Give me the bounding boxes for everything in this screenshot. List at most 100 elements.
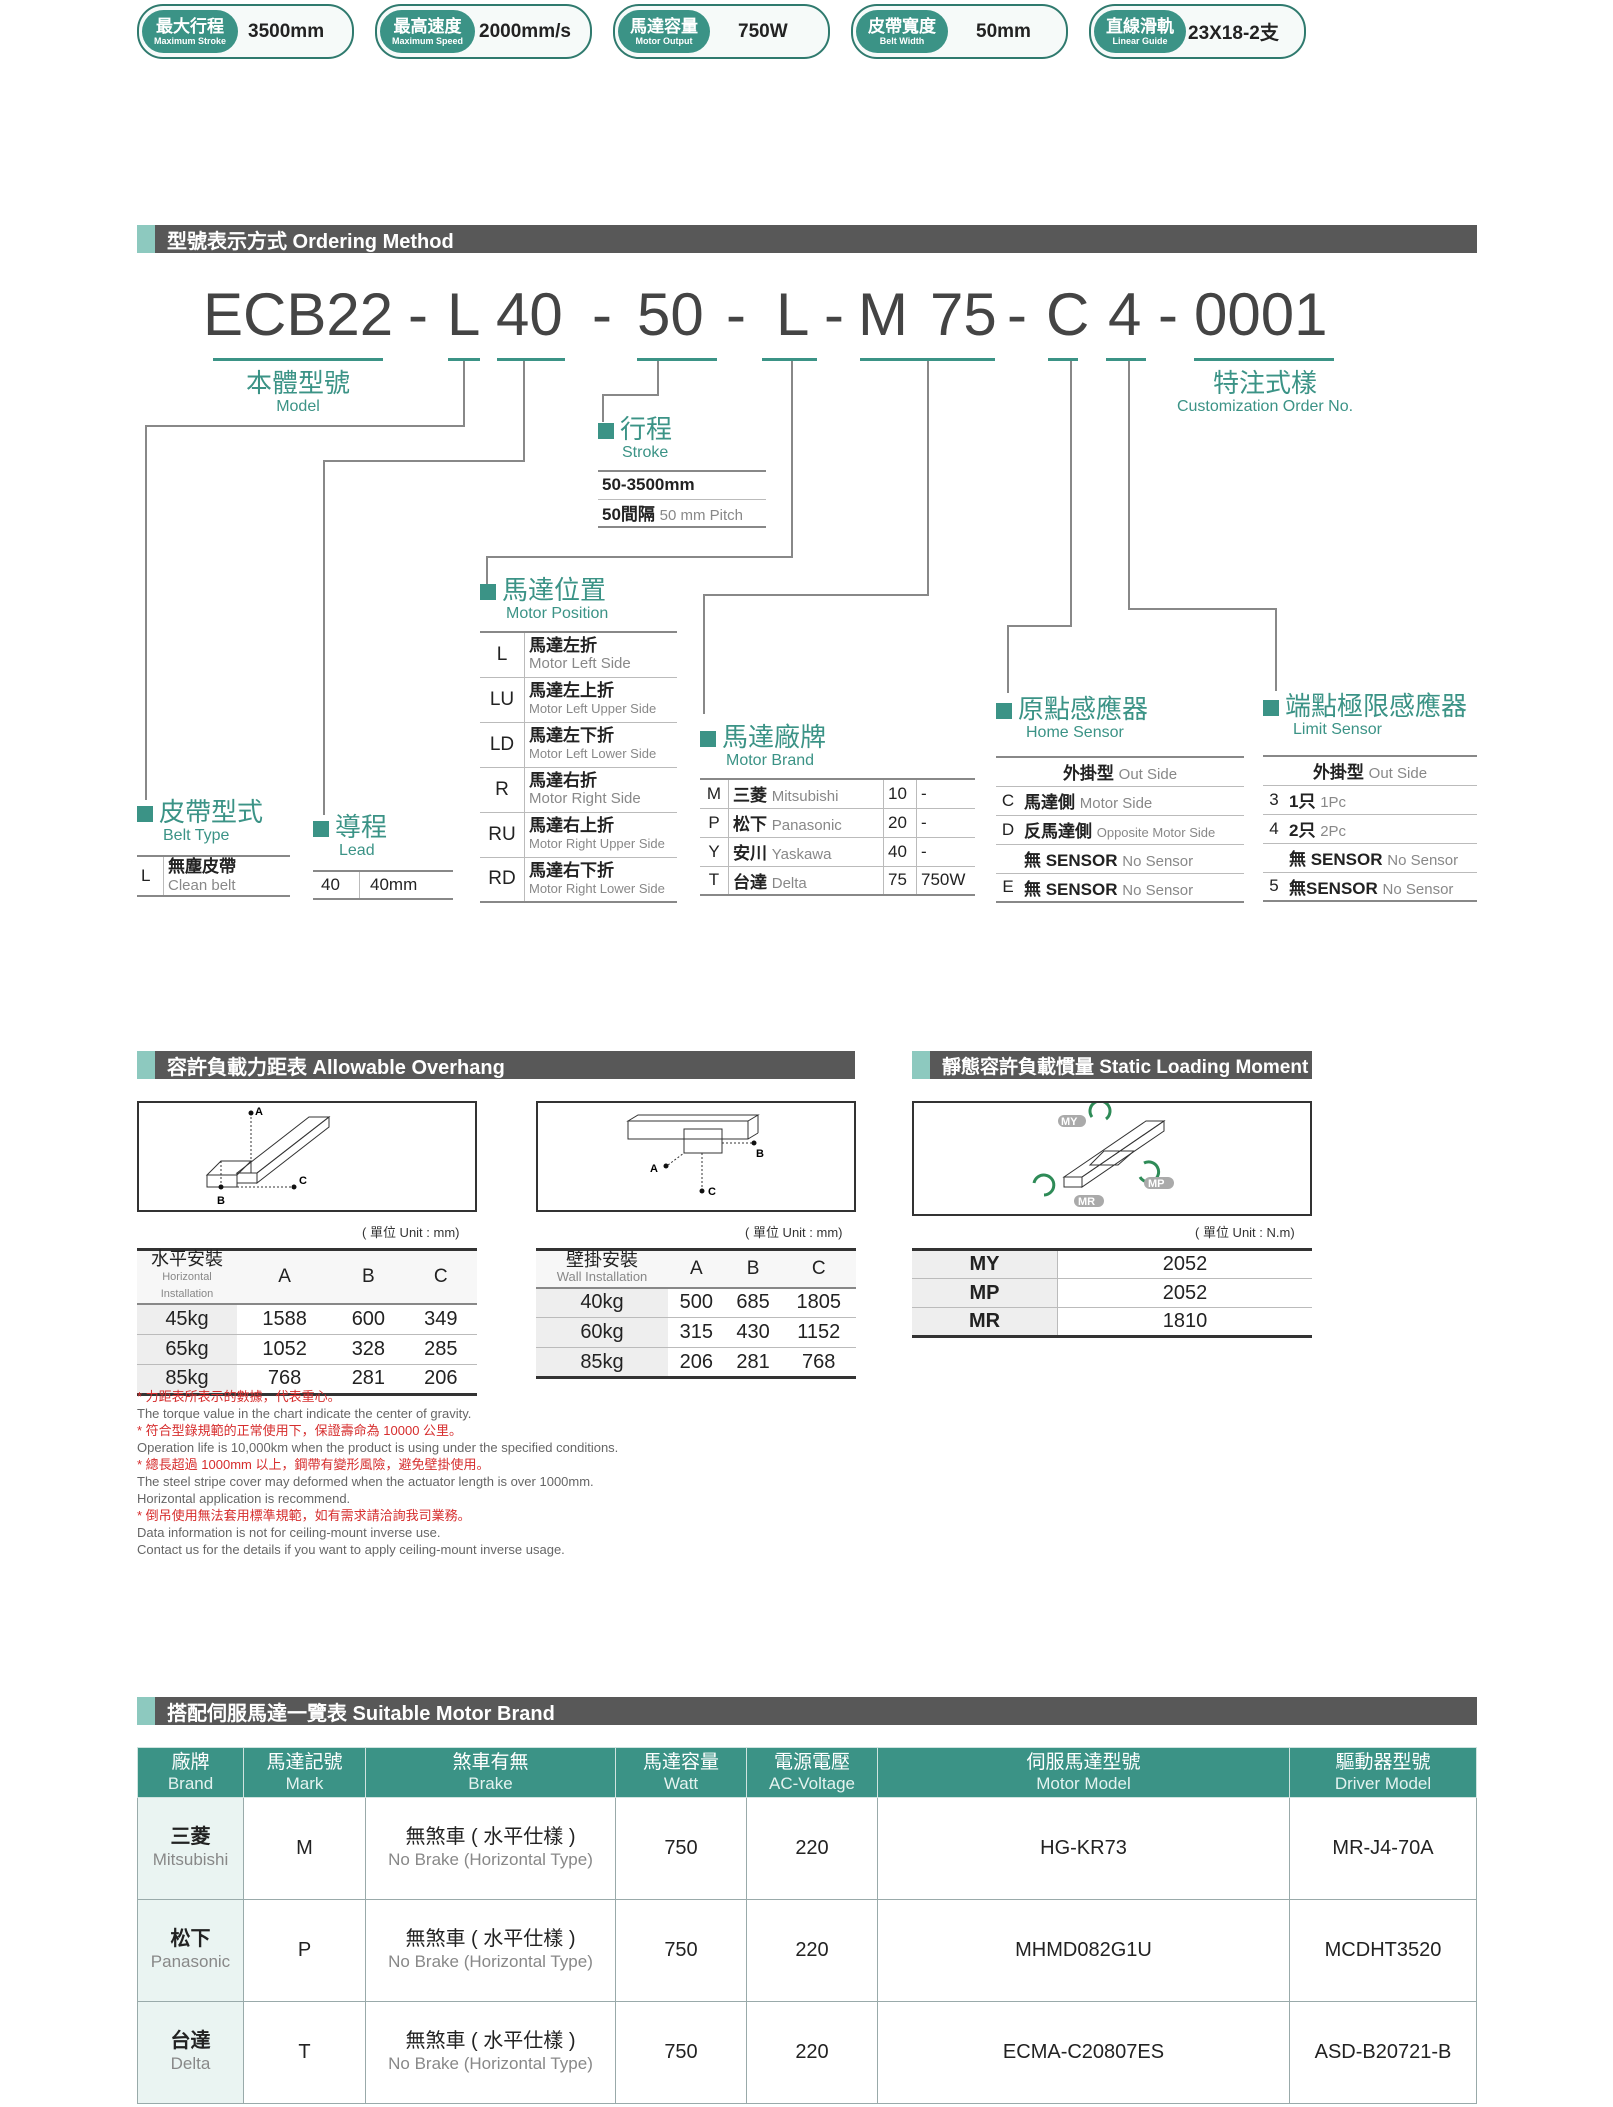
note-line: * 倒吊使用無法套用標準規範，如有需求請洽詢我司業務。 [137, 1508, 471, 1523]
underline [213, 358, 383, 361]
value-cell: 281 [736, 1350, 770, 1373]
square-marker-icon [137, 806, 153, 822]
brake-en: No Brake (Horizontal Type) [388, 1952, 593, 1971]
stroke-range: 50-3500mm [602, 475, 695, 495]
spec-label-zh: 最高速度 [393, 16, 462, 36]
diagram-label-c: C [708, 1186, 716, 1198]
moment-value: 1810 [1162, 1310, 1208, 1332]
custom-label: 特注式樣 Customization Order No. [1150, 368, 1380, 416]
limit-zh: 2只 [1289, 821, 1316, 840]
brand-zh: 松下 [733, 815, 767, 834]
diagram-label-b: B [756, 1148, 764, 1160]
code-brand: M [858, 281, 908, 348]
voltage-cell: 220 [746, 1797, 878, 1900]
custom-title: 特注式樣 [1212, 368, 1317, 398]
watt-value: 750W [921, 870, 966, 890]
overhang-unit: ( 單位 Unit : mm) [745, 1225, 843, 1240]
static-unit: ( 單位 Unit : N.m) [1195, 1225, 1295, 1240]
home-code: E [1002, 877, 1014, 897]
note-line: The torque value in the chart indicate t… [137, 1406, 472, 1421]
diagram-label-mr: MR [1078, 1196, 1095, 1208]
code-home: C [1046, 281, 1090, 348]
column-zh: 煞車有無 [452, 1751, 529, 1773]
note-line: * 符合型錄規範的正常使用下，保證壽命為 10000 公里。 [137, 1423, 463, 1438]
square-marker-icon [996, 703, 1012, 719]
column-zh: 廠牌 [171, 1751, 210, 1773]
value-cell: 328 [351, 1337, 386, 1360]
position-code: R [480, 767, 525, 812]
wall-diagram: A B C [536, 1101, 856, 1212]
belt-title: 皮帶型式 [159, 797, 264, 827]
wall-actuator-diagram: A B C [626, 1114, 764, 1198]
spec-label-zh: 最大行程 [156, 16, 225, 36]
section-title: 搭配伺服馬達一覽表 Suitable Motor Brand [167, 1702, 555, 1725]
code-dash: - [1007, 281, 1027, 348]
column-b: B [746, 1257, 760, 1279]
position-en: Motor Left Side [529, 655, 631, 673]
custom-subtitle: Customization Order No. [1176, 398, 1354, 415]
square-marker-icon [700, 731, 716, 747]
static-moment-actuator-diagram: MY MP MR [1032, 1099, 1174, 1208]
column-zh: 驅動器型號 [1335, 1751, 1431, 1773]
limit-zh: 無SENSOR [1289, 878, 1378, 898]
stroke-title: 行程 [620, 414, 673, 444]
motor-model-cell: ECMA-C20807ES [877, 2001, 1290, 2104]
connector [1007, 625, 1009, 693]
underline [637, 358, 717, 361]
brand-zh: 松下 [170, 1928, 211, 1950]
home-head-row: 外掛型 Out Side [996, 757, 1244, 786]
position-zh: 馬達左上折 [529, 681, 614, 700]
connector [1070, 361, 1072, 626]
value-cell: 1052 [262, 1337, 307, 1360]
limit-code: 4 [1269, 818, 1279, 838]
home-en: Opposite Motor Side [1096, 825, 1216, 840]
spec-value: 750W [738, 20, 788, 42]
underline [1194, 358, 1334, 361]
connector [323, 460, 525, 462]
underline [448, 358, 480, 361]
lead-value: 40mm [370, 875, 418, 894]
connector [1128, 361, 1130, 609]
column-zh: 伺服馬達型號 [1026, 1751, 1141, 1773]
note-line: Horizontal application is recommend. [137, 1491, 351, 1506]
section-title: 容許負載力距表 Allowable Overhang [167, 1056, 505, 1079]
connector [1007, 625, 1072, 627]
code-belt: L [447, 281, 481, 348]
code-stroke: 50 [637, 281, 704, 348]
moment-value: 2052 [1162, 1253, 1208, 1275]
lead-title: 導程 [335, 812, 388, 842]
brand-zh: 台達 [733, 872, 767, 892]
lead-subtitle: Lead [339, 842, 375, 859]
diagram-label-a: A [255, 1106, 263, 1118]
model-code: ECB22 - L 40 - 50 - L - M 75 - C 4 - 000… [0, 280, 1613, 355]
limit-head-row: 外掛型 Out Side [1263, 756, 1477, 785]
value-cell: 600 [351, 1307, 386, 1330]
load-cell: 45kg [137, 1304, 237, 1334]
code-lead: 40 [496, 281, 563, 348]
value-cell: 500 [679, 1291, 714, 1314]
moment-name: MR [912, 1307, 1058, 1337]
underline [1048, 358, 1078, 361]
value-cell: 285 [424, 1337, 458, 1360]
